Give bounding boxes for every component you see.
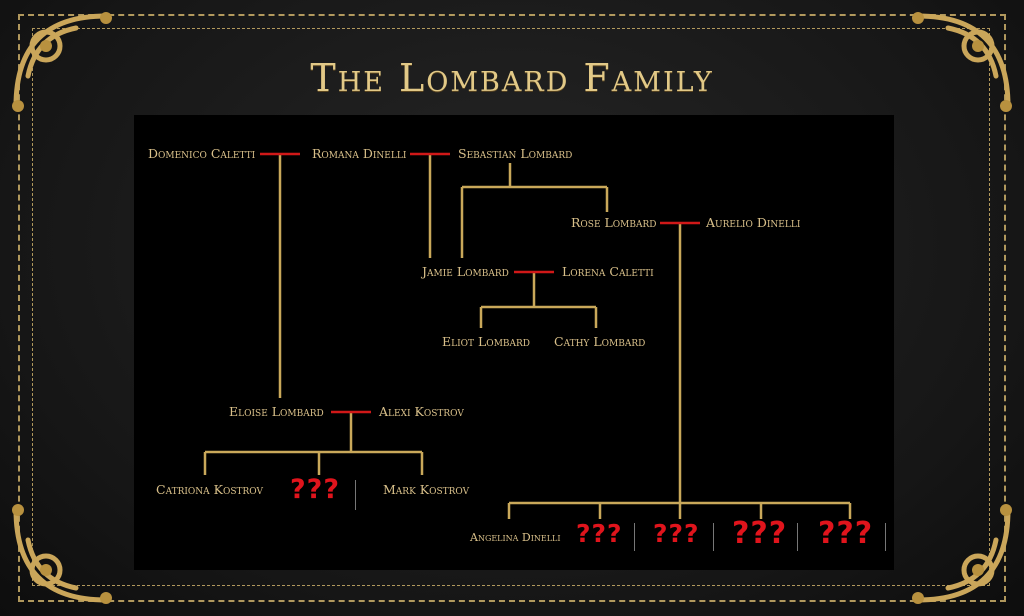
person-jamie-lombard: Jamie Lombard	[422, 264, 509, 279]
ornament-bottom-left-icon	[12, 504, 112, 604]
tree-connectors	[203, 152, 852, 519]
unknown-dinelli-child-3: ???	[732, 516, 788, 551]
page-title: The Lombard Family	[310, 56, 714, 100]
ornament-top-left-icon	[12, 12, 112, 112]
placeholder-divider	[797, 523, 798, 551]
placeholder-divider	[885, 523, 886, 551]
person-sebastian-lombard: Sebastian Lombard	[458, 146, 573, 161]
person-domenico-caletti: Domenico Caletti	[148, 146, 256, 161]
placeholder-divider	[634, 523, 635, 551]
unknown-dinelli-child-2: ???	[653, 519, 700, 548]
inner-stitching	[32, 28, 990, 586]
family-tree-board: Domenico Caletti Romana Dinelli Sebastia…	[134, 115, 894, 570]
person-aurelio-dinelli: Aurelio Dinelli	[706, 215, 801, 230]
person-cathy-lombard: Cathy Lombard	[554, 334, 646, 349]
person-eloise-lombard: Eloise Lombard	[229, 404, 324, 419]
unknown-dinelli-child-4: ???	[818, 516, 874, 551]
placeholder-divider	[713, 523, 714, 551]
person-mark-kostrov: Mark Kostrov	[383, 482, 470, 497]
unknown-kostrov-child: ???	[290, 474, 340, 505]
unknown-dinelli-child-1: ???	[576, 519, 623, 548]
placeholder-divider	[355, 480, 356, 510]
person-alexi-kostrov: Alexi Kostrov	[379, 404, 464, 419]
person-romana-dinelli: Romana Dinelli	[312, 146, 407, 161]
ornament-bottom-right-icon	[912, 504, 1012, 604]
person-catriona-kostrov: Catriona Kostrov	[156, 482, 264, 497]
person-eliot-lombard: Eliot Lombard	[442, 334, 531, 349]
outer-stitching	[18, 14, 1006, 602]
ornament-top-right-icon	[912, 12, 1012, 112]
person-lorena-caletti: Lorena Caletti	[562, 264, 654, 279]
person-rose-lombard: Rose Lombard	[571, 215, 657, 230]
person-angelina-dinelli: Angelina Dinelli	[470, 531, 561, 544]
